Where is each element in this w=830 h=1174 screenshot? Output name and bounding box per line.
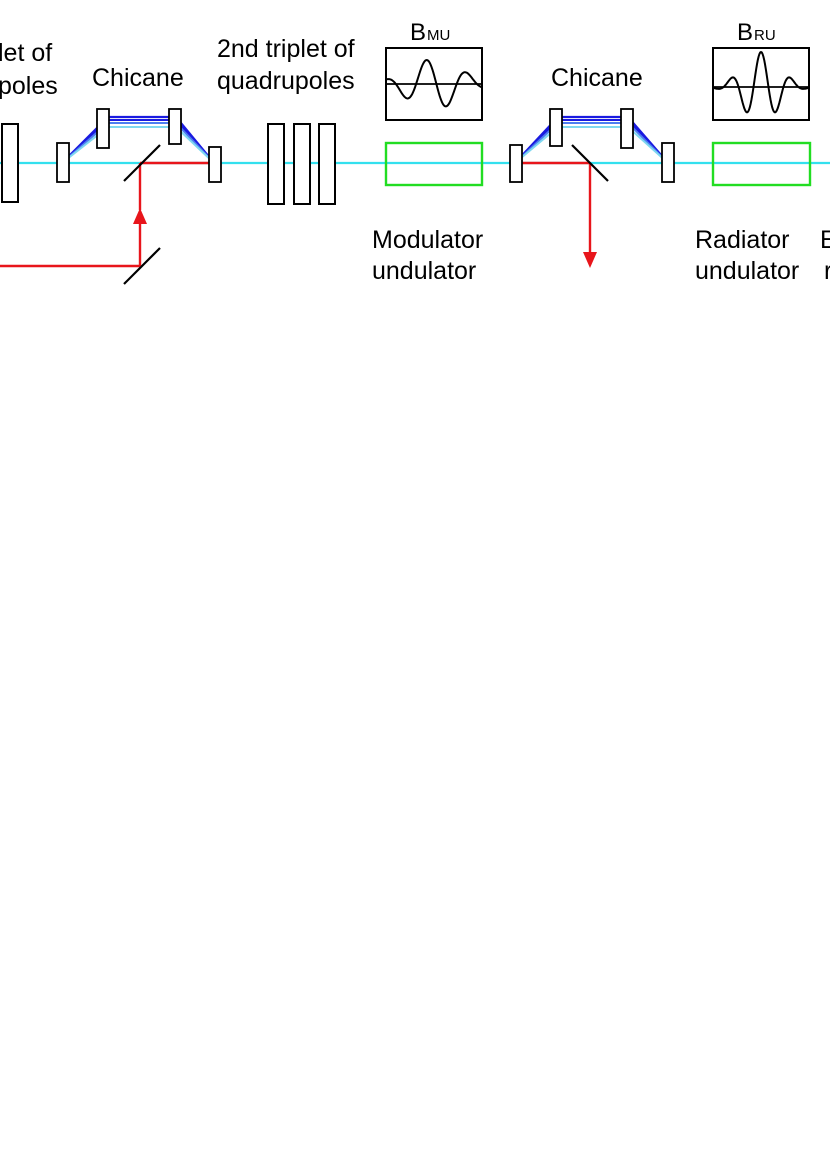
chicane-2-dipole-2 (549, 108, 563, 147)
chicane-2-dipole-4 (661, 142, 675, 183)
mirror-upper (123, 144, 161, 182)
second-triplet-label-line1: 2nd triplet of (217, 35, 355, 63)
mirror-output (571, 144, 609, 182)
modulator-field-wave (385, 58, 483, 108)
radiator-field-wave (712, 50, 810, 114)
second-triplet-label-line2: quadrupoles (217, 67, 355, 95)
modulator-undulator (384, 141, 484, 187)
laser-output-path (515, 161, 597, 268)
laser-input-path (0, 161, 214, 268)
second-triplet-quadrupole-2 (293, 123, 311, 205)
modulator-label-line2: undulator (372, 257, 476, 285)
modulator-field-plot (385, 47, 483, 121)
chicane-1-dipole-3 (168, 108, 182, 145)
first-triplet-label-line1: let of (0, 39, 52, 67)
radiator-label-line1: Radiator (695, 226, 790, 254)
chicane-1-trajectories (61, 115, 215, 164)
chicane-2-trajectories (514, 115, 669, 164)
first-triplet-label-line2: poles (0, 72, 58, 100)
chicane-2-dipole-1 (509, 144, 523, 183)
cut-off-label-line1: E (820, 226, 830, 254)
radiator-field-plot (712, 47, 810, 121)
chicane-1-dipole-4 (208, 146, 222, 183)
modulator-field-symbol: BMU (410, 19, 450, 46)
mirror-lower (123, 247, 161, 285)
chicane-1-label: Chicane (92, 64, 184, 92)
second-triplet-quadrupole-1 (267, 123, 285, 205)
radiator-undulator (711, 141, 812, 187)
radiator-label-line2: undulator (695, 257, 799, 285)
laser-down-arrow-icon (583, 252, 597, 268)
laser-up-arrow-icon (133, 208, 147, 224)
second-triplet-quadrupole-3 (318, 123, 336, 205)
radiator-field-symbol: BRU (737, 19, 776, 46)
modulator-label-line1: Modulator (372, 226, 483, 254)
chicane-1-dipole-1 (56, 142, 70, 183)
chicane-1-dipole-2 (96, 108, 110, 149)
first-triplet-quadrupole (1, 123, 19, 203)
chicane-2-label: Chicane (551, 64, 643, 92)
chicane-2-dipole-3 (620, 108, 634, 149)
cut-off-label-line2: r (824, 257, 830, 285)
